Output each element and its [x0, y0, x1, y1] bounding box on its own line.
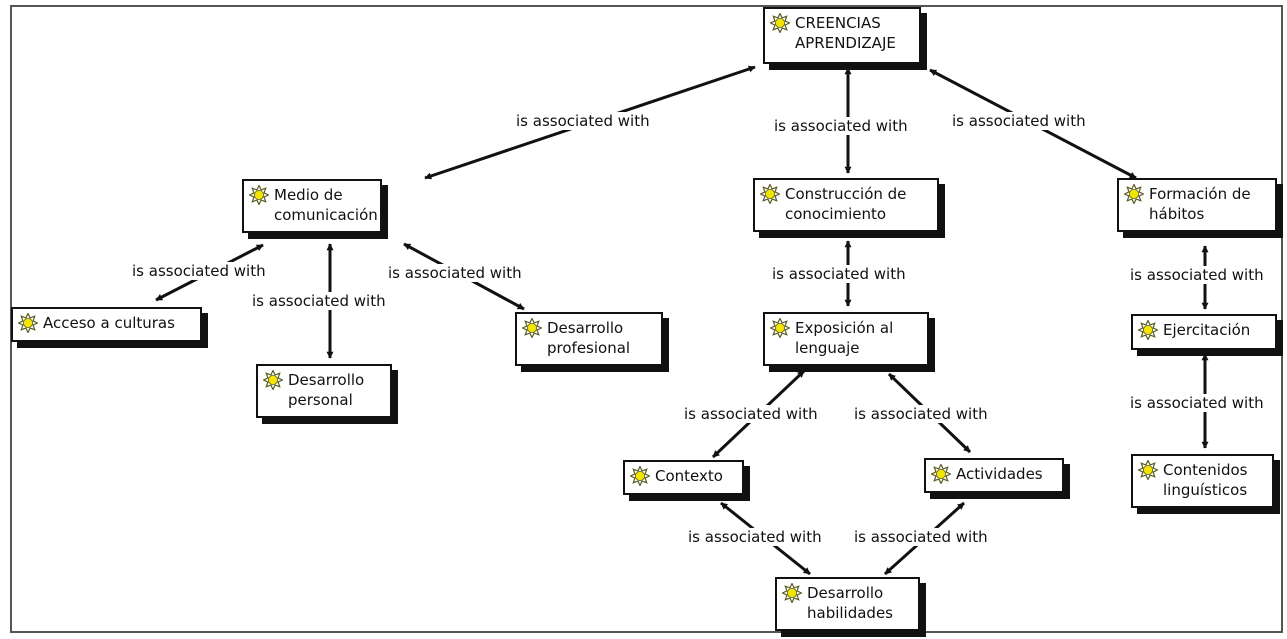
concept-star-icon [1124, 184, 1144, 204]
concept-star-icon [522, 318, 542, 338]
concept-star-icon [1138, 460, 1158, 480]
icon-star-core [635, 471, 645, 481]
concept-star-icon [770, 13, 790, 33]
link-label-medio-acceso: is associated with [130, 262, 268, 280]
icon-star-core [254, 190, 264, 200]
icon-star-core [936, 469, 946, 479]
node-exposicion-lenguaje[interactable]: Exposición al lenguaje [763, 312, 929, 366]
node-label: Formación de hábitos [1149, 185, 1251, 223]
link-label-construccion-exposicion: is associated with [770, 265, 908, 283]
concept-star-icon [630, 466, 650, 486]
node-label: Desarrollo habilidades [807, 584, 894, 622]
link-label-ejercitacion-contenidos: is associated with [1128, 394, 1266, 412]
icon-star-core [527, 323, 537, 333]
node-label: Actividades [956, 465, 1043, 483]
icon-star-core [1143, 325, 1153, 335]
concept-star-icon [18, 313, 38, 333]
concept-star-icon [1138, 320, 1158, 340]
icon-star-core [1143, 465, 1153, 475]
link-label-contexto-habilidades: is associated with [686, 528, 824, 546]
concept-star-icon [263, 370, 283, 390]
concept-star-icon [760, 184, 780, 204]
link-label-formacion-ejercitacion: is associated with [1128, 266, 1266, 284]
node-label: Contexto [655, 467, 723, 485]
icon-star-core [775, 323, 785, 333]
node-desarrollo-habilidades[interactable]: Desarrollo habilidades [775, 577, 920, 631]
node-contenidos-linguisticos[interactable]: Contenidos linguísticos [1131, 454, 1274, 508]
node-label: Exposición al lenguaje [795, 319, 894, 357]
node-desarrollo-profesional[interactable]: Desarrollo profesional [515, 312, 663, 366]
link-label-medio-profesional: is associated with [386, 264, 524, 282]
node-label: Desarrollo profesional [547, 319, 631, 357]
link-label-exposicion-contexto: is associated with [682, 405, 820, 423]
icon-star-core [775, 18, 785, 28]
node-acceso-culturas[interactable]: Acceso a culturas [11, 307, 202, 342]
link-label-exposicion-actividades: is associated with [852, 405, 990, 423]
node-medio-comunicacion[interactable]: Medio de comunicación [242, 179, 382, 233]
node-ejercitacion[interactable]: Ejercitación [1131, 314, 1277, 350]
node-actividades[interactable]: Actividades [924, 458, 1064, 493]
link-label-medio-personal: is associated with [250, 292, 388, 310]
concept-star-icon [782, 583, 802, 603]
icon-star-core [23, 318, 33, 328]
node-formacion-habitos[interactable]: Formación de hábitos [1117, 178, 1277, 232]
concept-star-icon [770, 318, 790, 338]
node-label: CREENCIAS APRENDIZAJE [795, 14, 896, 52]
link-label-creencias-formacion: is associated with [950, 112, 1088, 130]
node-construccion-conocimiento[interactable]: Construcción de conocimiento [753, 178, 939, 232]
node-creencias-aprendizaje[interactable]: CREENCIAS APRENDIZAJE [763, 7, 921, 64]
link-label-actividades-habilidades: is associated with [852, 528, 990, 546]
node-label: Medio de comunicación [274, 186, 378, 224]
node-contexto[interactable]: Contexto [623, 460, 744, 495]
node-label: Ejercitación [1163, 321, 1251, 339]
link-label-creencias-construccion: is associated with [772, 117, 910, 135]
link-label-creencias-medio: is associated with [514, 112, 652, 130]
concept-star-icon [249, 185, 269, 205]
node-desarrollo-personal[interactable]: Desarrollo personal [256, 364, 392, 418]
icon-star-core [1129, 189, 1139, 199]
icon-star-core [787, 588, 797, 598]
icon-star-core [765, 189, 775, 199]
node-label: Contenidos linguísticos [1163, 461, 1248, 499]
concept-star-icon [931, 464, 951, 484]
icon-star-core [268, 375, 278, 385]
node-label: Acceso a culturas [43, 314, 175, 332]
node-label: Construcción de conocimiento [785, 185, 907, 223]
node-label: Desarrollo personal [288, 371, 365, 409]
